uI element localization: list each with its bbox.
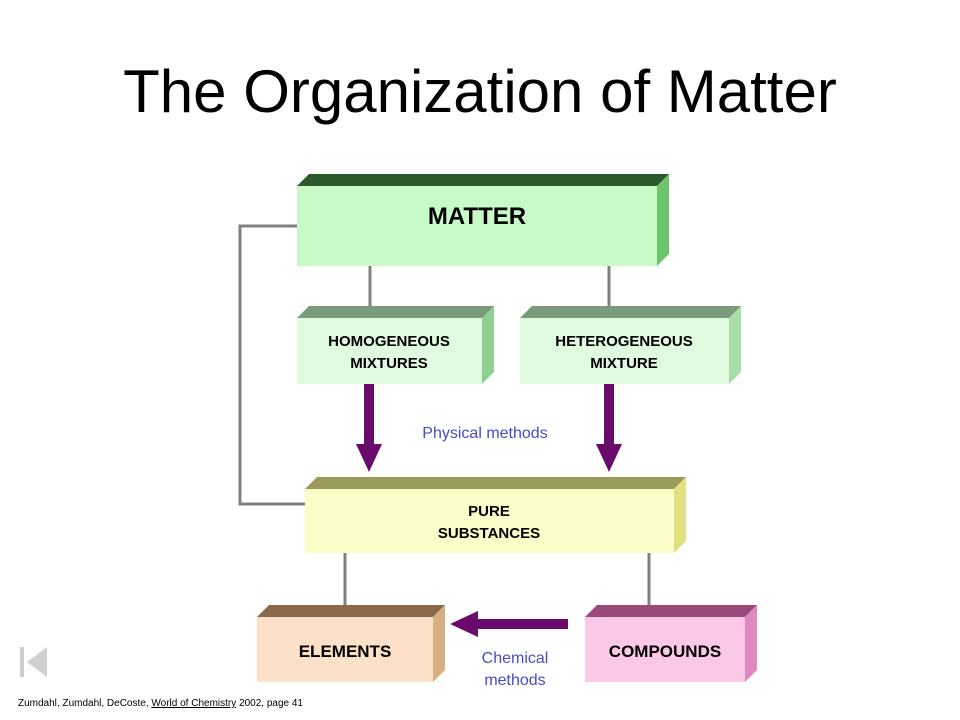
citation: Zumdahl, Zumdahl, DeCoste, World of Chem… (18, 697, 303, 711)
matter-box-top (297, 174, 669, 186)
homogeneous-box-face (297, 318, 482, 384)
elements-box-top (257, 605, 445, 617)
right-down-arrow-shaft (604, 384, 614, 444)
compounds-box-side (745, 605, 757, 682)
chemical-methods-line1: Chemical (481, 650, 549, 667)
first-slide-icon[interactable] (20, 647, 47, 677)
citation-authors: Zumdahl, Zumdahl, DeCoste, (18, 698, 149, 709)
compounds-box-top (585, 605, 757, 617)
chemical-arrow (450, 611, 568, 637)
heterogeneous-box-side (729, 306, 741, 384)
right-down-arrow-head (596, 444, 622, 472)
matter-box-side (657, 174, 669, 266)
matter-box: MATTER (297, 174, 669, 266)
compounds-box-face (585, 617, 745, 682)
compounds-label: COMPOUNDS (609, 642, 721, 661)
heterogeneous-box-face (520, 318, 729, 384)
homogeneous-label-line1: HOMOGENEOUS (328, 333, 450, 350)
chemical-methods-label: Chemical methods (460, 648, 570, 692)
pure-box-top (305, 477, 686, 489)
elements-box-side (433, 605, 445, 682)
matter-box-face (297, 186, 657, 266)
left-arrow-shaft (478, 619, 568, 629)
matter-label: MATTER (428, 203, 526, 230)
heterogeneous-label-line2: MIXTURE (590, 355, 658, 372)
first-slide-icon-bar (20, 647, 24, 677)
left-down-arrow-head (356, 444, 382, 472)
pure-label-line2: SUBSTANCES (438, 525, 540, 542)
physical-methods-label: Physical methods (422, 425, 548, 442)
elements-box-face (257, 617, 433, 682)
elements-label: ELEMENTS (299, 642, 392, 661)
pure-label-line1: PURE (468, 503, 510, 520)
pure-substances-box: PURE SUBSTANCES (305, 477, 686, 553)
citation-details: 2002, page 41 (239, 698, 303, 709)
heterogeneous-box-top (520, 306, 741, 318)
connectors (238, 224, 651, 617)
left-arrow-head (450, 611, 478, 637)
pure-box-face (305, 489, 674, 553)
citation-book: World of Chemistry (151, 698, 237, 709)
compounds-box: COMPOUNDS (585, 605, 757, 682)
homogeneous-box-side (482, 306, 494, 384)
connector-matter-pure (238, 224, 305, 506)
pure-box-side (674, 477, 686, 553)
physical-arrows (356, 384, 622, 472)
elements-box: ELEMENTS (257, 605, 445, 682)
homogeneous-box-top (297, 306, 494, 318)
heterogeneous-label-line1: HETEROGENEOUS (555, 333, 693, 350)
heterogeneous-box: HETEROGENEOUS MIXTURE (520, 306, 741, 384)
chemical-methods-line2: methods (484, 672, 546, 689)
first-slide-icon-triangle (27, 647, 47, 677)
homogeneous-label-line2: MIXTURES (350, 355, 428, 372)
slide-title: The Organization of Matter (123, 58, 837, 125)
homogeneous-box: HOMOGENEOUS MIXTURES (297, 306, 494, 384)
left-down-arrow-shaft (364, 384, 374, 444)
